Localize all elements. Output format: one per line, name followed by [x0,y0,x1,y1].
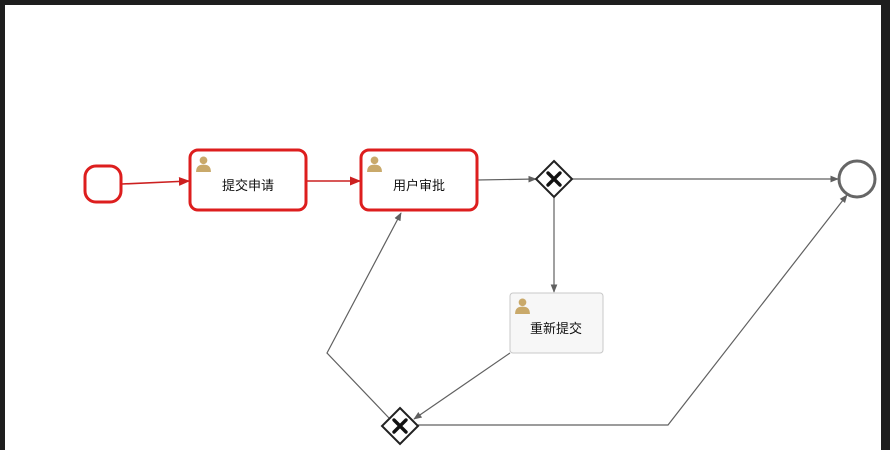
task-user-approval[interactable]: 用户审批 [359,148,479,212]
flow-start-to-submit[interactable] [121,176,191,186]
diagram-canvas: 提交申请 用户审批 重新提交 [5,5,881,450]
flow-approve-to-gateway1[interactable] [476,175,537,183]
flow-gateway2-to-end[interactable] [418,194,848,426]
exclusive-gateway-1[interactable] [534,159,574,199]
task-submit-application[interactable]: 提交申请 [188,148,308,212]
bpmn-diagram: 提交申请 用户审批 重新提交 [83,148,877,446]
task-submit-label: 提交申请 [222,178,274,194]
x-mark-icon [392,418,408,434]
end-event[interactable] [837,159,877,199]
flow-gateway2-to-approve[interactable] [326,212,402,419]
sequence-flows [121,175,848,426]
task-resubmit-label: 重新提交 [530,321,582,337]
x-mark-icon [546,171,562,187]
task-resubmit[interactable]: 重新提交 [509,292,604,354]
start-event[interactable] [83,164,123,204]
flow-resubmit-to-gateway2[interactable] [413,352,511,420]
task-approve-label: 用户审批 [393,178,445,194]
exclusive-gateway-2[interactable] [380,406,420,446]
